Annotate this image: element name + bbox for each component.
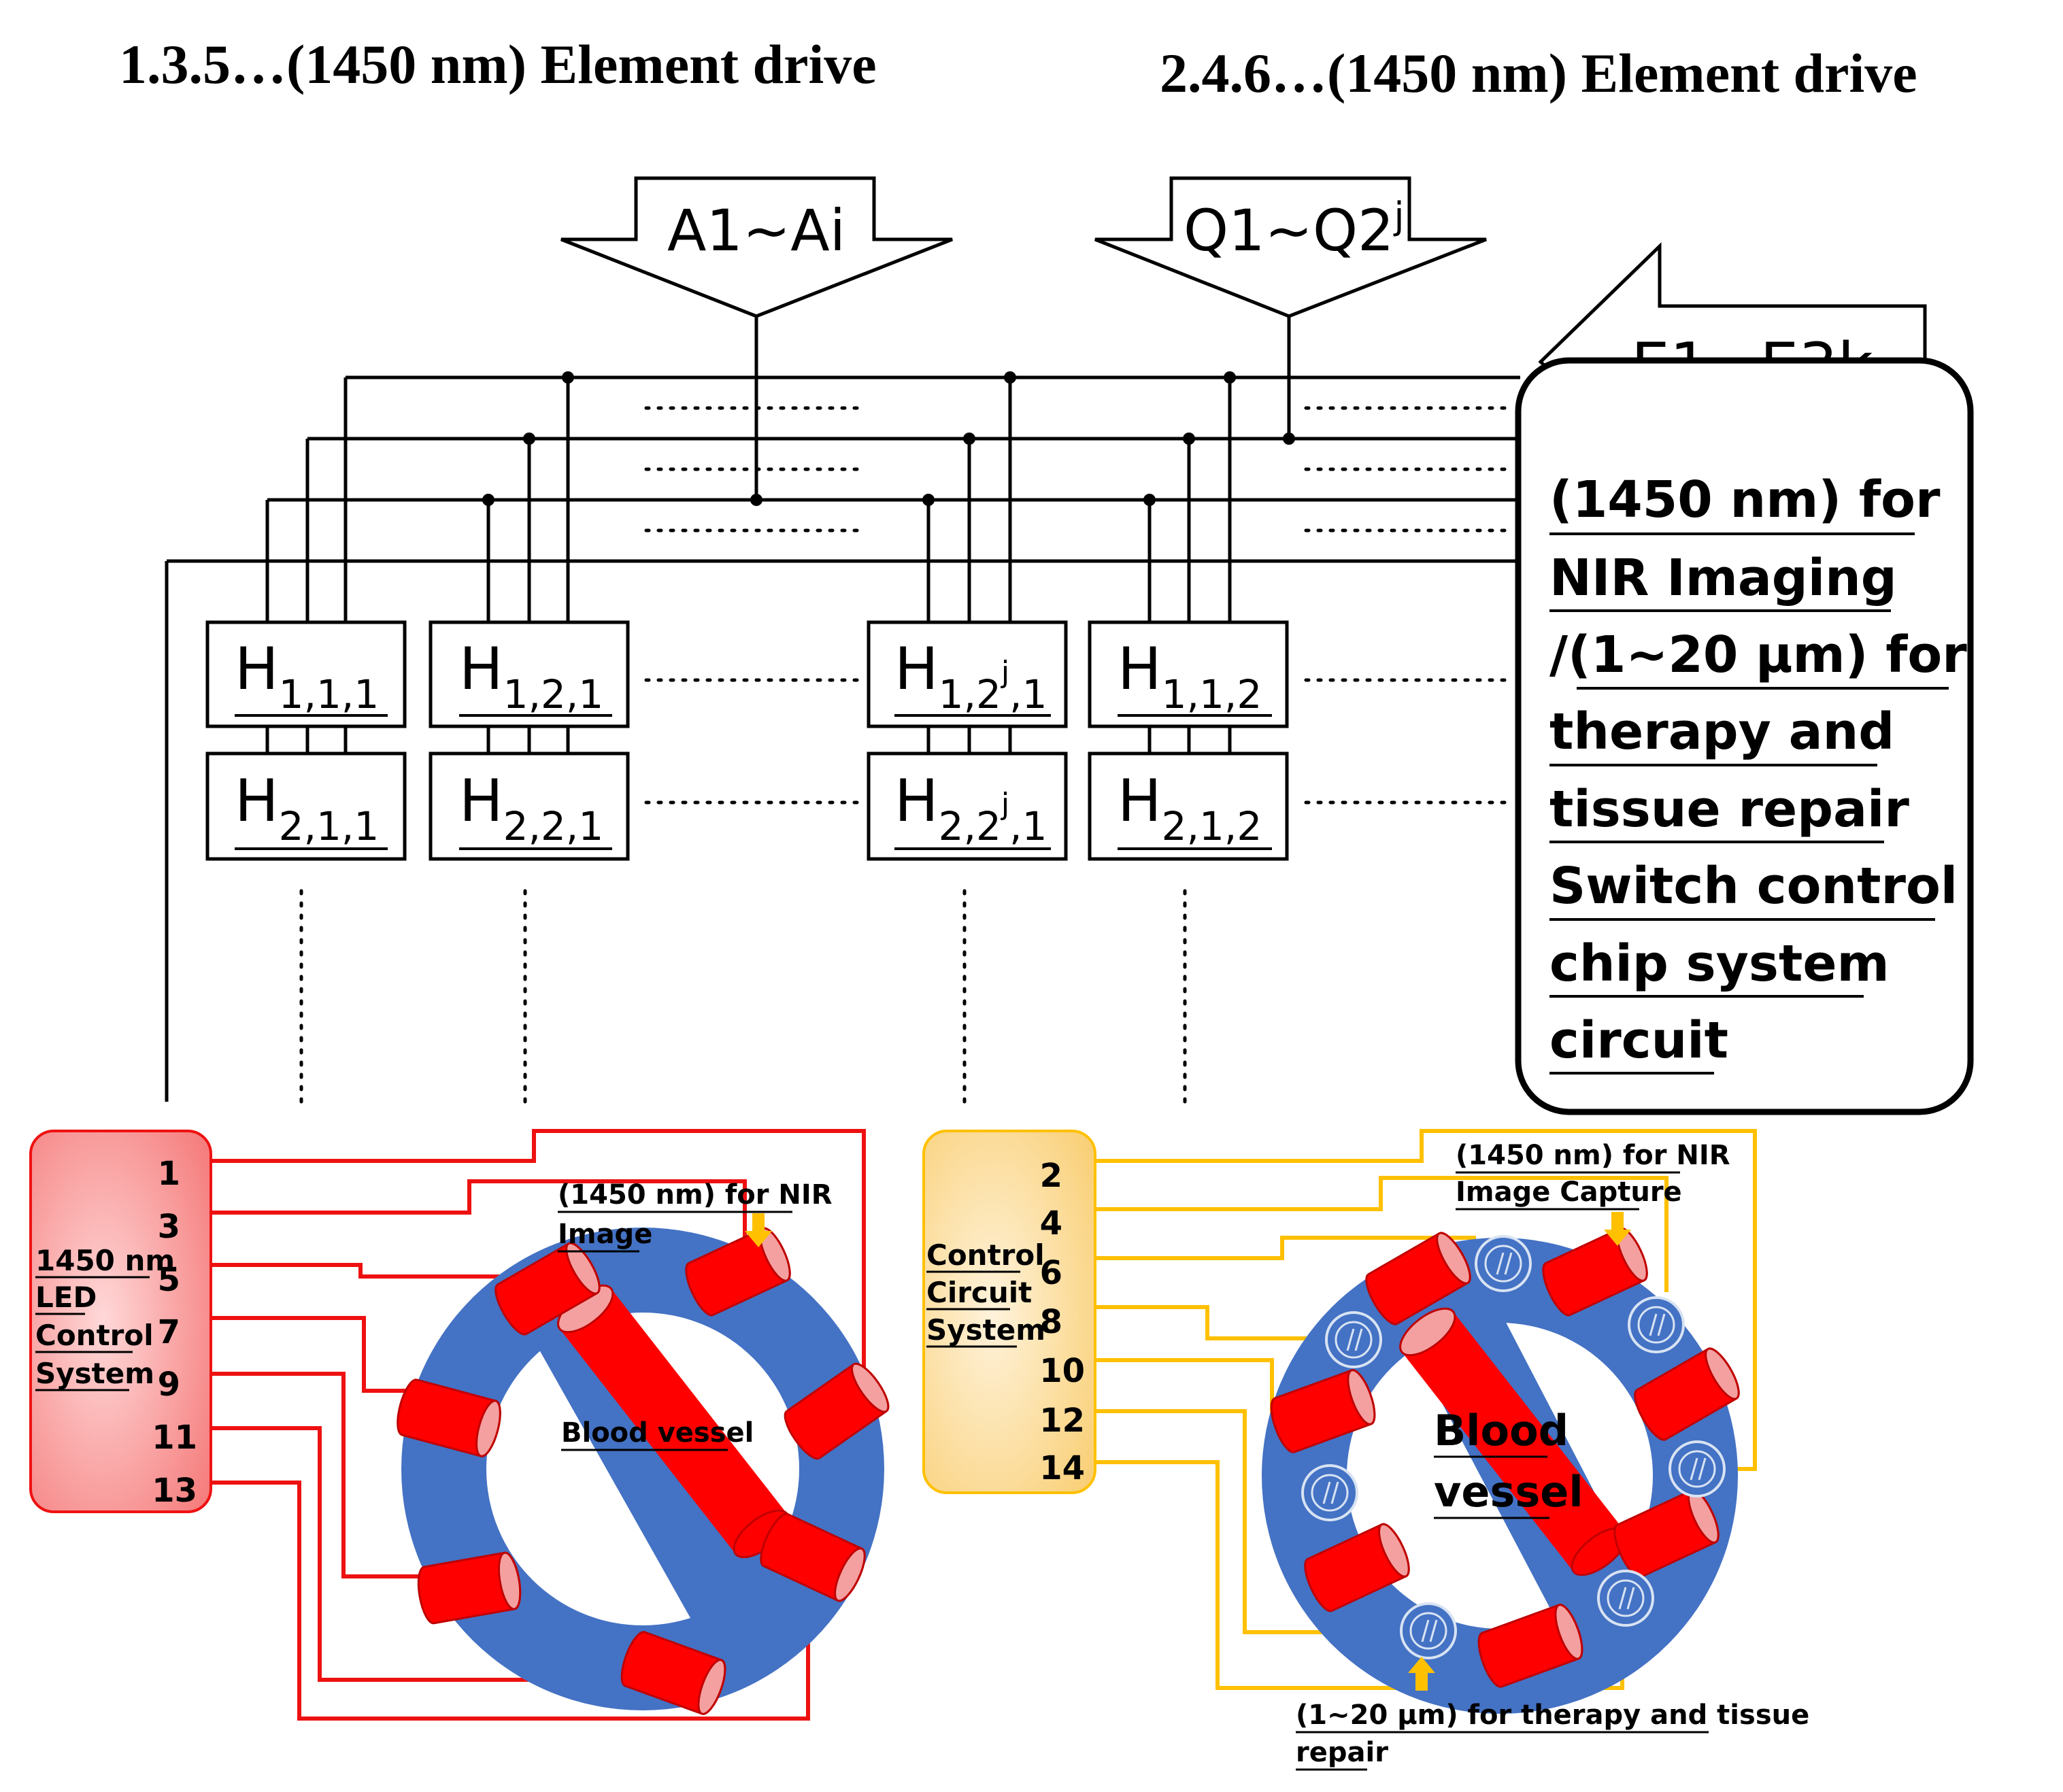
svg-text:H1,1,1: H1,1,1 xyxy=(235,635,379,717)
right-panel-label: System xyxy=(926,1313,1045,1347)
left-panel-label: Control xyxy=(35,1319,154,1352)
a-bus-label: A1~Ai xyxy=(667,197,845,264)
callout-line: (1450 nm) for xyxy=(1549,471,1941,529)
svg-text:H2,1,2: H2,1,2 xyxy=(1118,767,1262,849)
matrix-cell: H2,2j,1 xyxy=(867,751,1068,861)
matrix-cell: H1,2,1 xyxy=(429,620,630,728)
right-panel-label: Control xyxy=(926,1238,1045,1272)
photodetector-sensor xyxy=(1668,1440,1726,1498)
svg-text:H1,2,1: H1,2,1 xyxy=(459,635,603,717)
callout-line: chip system xyxy=(1549,934,1890,993)
left-nir-label: Image xyxy=(558,1219,652,1250)
svg-text:H1,2j,1: H1,2j,1 xyxy=(894,635,1047,717)
callout-line: circuit xyxy=(1549,1011,1728,1070)
matrix-cell: H1,1,2 xyxy=(1088,620,1289,728)
photodetector-sensor xyxy=(1475,1235,1532,1292)
right-nir-label: (1450 nm) for NIR xyxy=(1456,1140,1730,1171)
right-pin-number: 4 xyxy=(1040,1204,1062,1242)
right-pin-number: 8 xyxy=(1040,1303,1062,1341)
q-bus-superscript: j xyxy=(1394,195,1405,237)
svg-text:H2,2j,1: H2,2j,1 xyxy=(894,767,1047,849)
photodetector-sensor xyxy=(1628,1296,1685,1353)
left-panel-label: LED xyxy=(35,1281,97,1314)
left-pin-number: 5 xyxy=(158,1261,180,1299)
svg-text:H2,1,1: H2,1,1 xyxy=(235,767,379,849)
right-panel-label: Circuit xyxy=(926,1276,1032,1309)
photodetector-sensor xyxy=(1400,1602,1457,1659)
right-pin-number: 12 xyxy=(1039,1402,1085,1440)
left-vessel-label: Blood vessel xyxy=(561,1417,754,1449)
odd-drive-title: 1.3.5…(1450 nm) Element drive xyxy=(119,33,877,95)
matrix-cell: H1,1,1 xyxy=(205,620,407,728)
red-wiring xyxy=(211,1129,866,1721)
q-bus-label: Q1~Q2j xyxy=(1184,195,1405,264)
right-pin-number: 14 xyxy=(1039,1449,1085,1487)
right-vessel-label: vessel xyxy=(1434,1467,1583,1517)
matrix-cell: H2,2,1 xyxy=(429,751,630,861)
right-pin-number: 6 xyxy=(1040,1254,1062,1292)
left-panel-label: System xyxy=(35,1357,154,1390)
even-drive-title: 2.4.6…(1450 nm) Element drive xyxy=(1160,42,1917,104)
matrix-cell: H2,1,2 xyxy=(1088,751,1289,861)
callout-line: /(1~20 μm) for xyxy=(1549,626,1967,684)
left-nir-label: (1450 nm) for NIR xyxy=(558,1179,833,1211)
right-nir-label: Image Capture xyxy=(1456,1177,1682,1208)
left-panel-label: 1450 nm xyxy=(35,1244,175,1277)
right-pin-number: 10 xyxy=(1039,1352,1085,1390)
svg-text:H1,1,2: H1,1,2 xyxy=(1118,635,1262,717)
right-blood-vessel xyxy=(1399,1307,1628,1576)
switch-control-callout: (1450 nm) for NIR Imaging /(1~20 μm) for… xyxy=(1515,357,1974,1115)
callout-line: tissue repair xyxy=(1549,780,1909,839)
matrix-cell: H1,2j,1 xyxy=(867,620,1068,728)
a-bus-arrow: A1~Ai xyxy=(560,176,953,318)
bus-lines xyxy=(165,316,1520,1104)
right-pin-number: 2 xyxy=(1040,1157,1062,1195)
left-pin-number: 3 xyxy=(158,1208,180,1246)
therapy-label: (1~20 μm) for therapy and tissue xyxy=(1296,1700,1809,1731)
right-vessel-label: Blood xyxy=(1434,1406,1569,1455)
photodetector-sensor xyxy=(1597,1570,1654,1627)
callout-line: NIR Imaging xyxy=(1549,549,1897,607)
left-pin-number: 9 xyxy=(158,1366,180,1404)
left-led-system: 1450 nm LED Control System 1 3 5 7 9 11 … xyxy=(29,1129,896,1721)
left-pin-number: 1 xyxy=(158,1155,180,1193)
callout-line: therapy and xyxy=(1549,703,1894,761)
left-control-panel xyxy=(29,1130,212,1513)
therapy-label: repair xyxy=(1296,1737,1388,1768)
photodetector-sensor xyxy=(1301,1464,1358,1521)
q-bus-arrow: Q1~Q2j xyxy=(1094,176,1487,318)
left-pin-number: 11 xyxy=(152,1419,197,1457)
photodetector-sensor xyxy=(1325,1311,1382,1368)
left-pin-number: 7 xyxy=(158,1313,180,1351)
left-pin-number: 13 xyxy=(152,1472,197,1510)
svg-text:H2,2,1: H2,2,1 xyxy=(459,767,603,849)
right-control-panel xyxy=(922,1130,1096,1494)
callout-line: Switch control xyxy=(1549,857,1958,915)
matrix-cell: H2,1,1 xyxy=(205,751,407,861)
matrix-cells: H1,1,1 H1,2,1 H1,2j,1 H1,1,2 H2,1,1 H2,2… xyxy=(205,620,1289,861)
right-control-system: Control Circuit System 2 4 6 8 10 12 14 xyxy=(922,1129,1809,1771)
